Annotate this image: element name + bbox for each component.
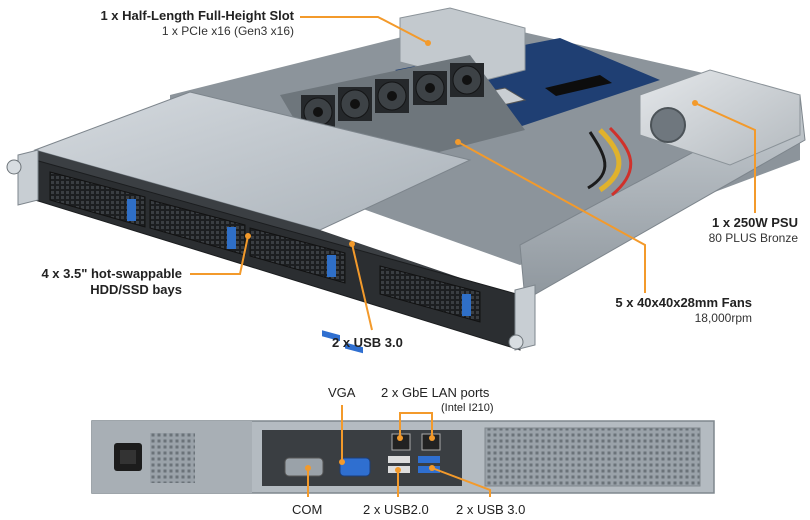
rear-label-usb2: 2 x USB2.0	[363, 502, 429, 517]
leader-front-usb	[351, 243, 373, 331]
rear-usb3-port-2	[418, 466, 440, 473]
rear-usb3-port-1	[418, 456, 440, 463]
leader-fans	[457, 141, 646, 293]
callout-pcie-slot: 1 x Half-Length Full-Height Slot 1 x PCI…	[100, 8, 294, 38]
top-cover	[33, 91, 472, 231]
power-supply	[639, 69, 801, 166]
callout-leaders	[190, 16, 756, 497]
cable-bundle	[598, 128, 622, 193]
callout-drive-bays-line2: HDD/SSD bays	[90, 281, 182, 297]
rear-label-lan: 2 x GbE LAN ports	[381, 385, 490, 400]
leader-lan	[399, 412, 433, 438]
fan-2	[338, 87, 372, 121]
drive-bay-3[interactable]	[249, 227, 346, 284]
callout-fans-title: 5 x 40x40x28mm Fans	[615, 295, 752, 310]
callout-psu-title: 1 x 250W PSU	[712, 215, 798, 230]
fan-5	[450, 63, 484, 97]
front-usb-port-2	[345, 342, 363, 354]
rear-usb2-port-1	[388, 456, 410, 463]
callout-front-usb-title: 2 x USB 3.0	[332, 335, 403, 350]
callout-front-usb: 2 x USB 3.0	[332, 335, 403, 351]
rear-label-vga: VGA	[328, 385, 356, 400]
rear-label-usb3: 2 x USB 3.0	[456, 502, 526, 517]
leader-usb3	[431, 467, 491, 497]
callout-pcie-slot-title: 1 x Half-Length Full-Height Slot	[100, 8, 294, 23]
rack-ear-right	[514, 284, 536, 351]
drive-bays	[49, 171, 481, 323]
rear-label-com: COM	[292, 502, 323, 517]
thumbscrew-right	[508, 334, 524, 350]
callout-drive-bays-line1: 4 x 3.5" hot-swappable	[41, 266, 182, 281]
leader-slot	[300, 16, 429, 44]
callout-fans: 5 x 40x40x28mm Fans 18,000rpm	[615, 295, 752, 325]
rear-com-port	[284, 457, 324, 477]
fan-4	[413, 71, 447, 105]
rack-ear-left	[17, 149, 39, 206]
thumbscrew-left	[6, 159, 22, 175]
drive-bay-latch	[327, 255, 336, 277]
memory-slots	[545, 75, 612, 96]
drive-bay-latch	[227, 227, 236, 249]
drive-bay-4[interactable]	[379, 265, 481, 323]
drive-bay-latch	[127, 199, 136, 221]
rear-psu-vent	[150, 433, 195, 483]
rear-pcie-bracket	[484, 427, 701, 487]
leader-bays	[190, 235, 249, 275]
callout-psu: 1 x 250W PSU 80 PLUS Bronze	[709, 215, 798, 245]
callout-drive-bays: 4 x 3.5" hot-swappable HDD/SSD bays	[41, 266, 182, 297]
drive-bay-latch	[462, 294, 471, 316]
fan-3	[375, 79, 409, 113]
psu-fan	[650, 107, 686, 143]
rear-vga-port	[339, 457, 371, 477]
drive-bay-1[interactable]	[49, 171, 146, 228]
callout-pcie-slot-subtitle: 1 x PCIe x16 (Gen3 x16)	[161, 23, 294, 38]
callout-fans-subtitle: 18,000rpm	[694, 310, 752, 325]
front-usb-port-1	[322, 330, 340, 342]
leader-psu	[694, 102, 756, 213]
callout-psu-subtitle: 80 PLUS Bronze	[708, 230, 798, 245]
rear-label-lan-note: (Intel I210)	[441, 402, 494, 414]
